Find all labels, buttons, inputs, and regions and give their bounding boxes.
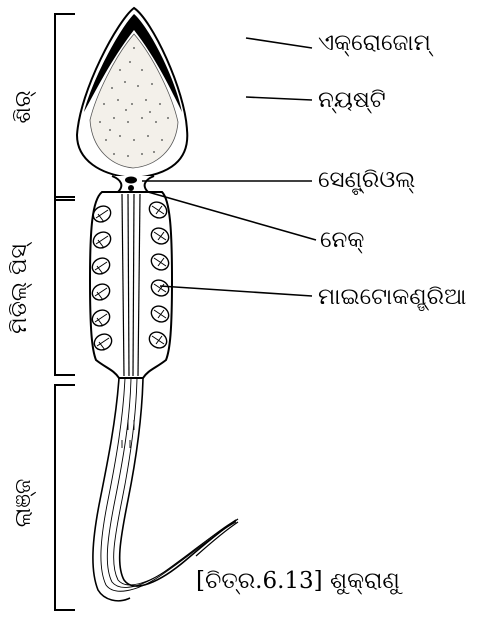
middle-piece [89,192,172,378]
middle-piece-section-label: ମିଡିଲ୍ ପିସ୍ [9,229,31,349]
head-bracket [55,14,75,200]
tail-outline-right [120,378,236,586]
middle-piece-bracket [55,197,75,375]
proximal-centriole [125,177,137,184]
neck-label: ନେକ୍ [320,229,364,252]
sperm-neck [112,176,154,192]
distal-centriole [128,185,134,191]
section-brackets [55,14,75,610]
tail-section-label: ଲାଞ୍ଜ [13,473,35,533]
neck-pointer-line [148,192,316,240]
acrosome-pointer-line [246,38,312,48]
mitochondria-label: ମାଇଟୋକଣ୍ଡ୍ରିଆ [318,286,466,309]
sperm-head [77,8,187,178]
head-section-label: ଶିର୍ [13,79,35,135]
acrosome-label: ଏକ୍ରୋଜୋମ୍ [318,32,431,55]
centriole-label: ସେଣ୍ଟ୍ରିଓଲ୍ [318,169,415,192]
nucleus-label: ନ୍ୟଷ୍ଟି [318,89,386,112]
tail-fibrils [101,378,236,591]
nucleus-pointer-line [246,97,312,100]
mitochondria-pointer-line [160,286,312,296]
figure-caption: [ଚିତ୍ର.6.13] ଶୁକ୍ରାଣୁ [196,568,400,594]
tail-bracket [55,385,75,610]
